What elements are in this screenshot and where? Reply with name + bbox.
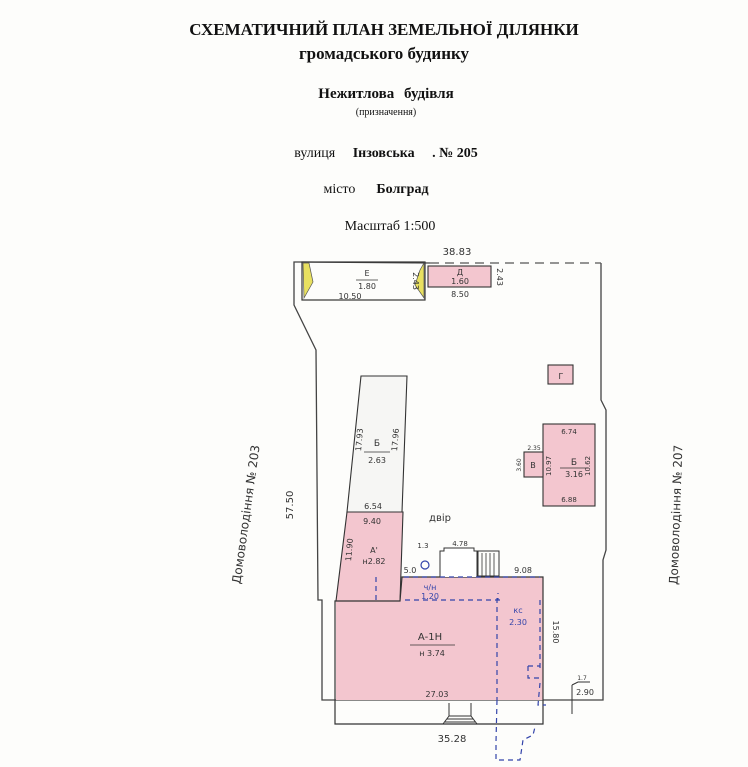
building-b-right xyxy=(542,423,596,507)
building-a-main-bottom: 27.03 xyxy=(426,690,449,699)
building-b-right-letter: Б xyxy=(571,458,577,468)
building-a-prime-height: н2.82 xyxy=(362,557,385,566)
annex-ks-height: 2.30 xyxy=(509,618,527,627)
lot-left-dimension: 57.50 xyxy=(285,491,296,520)
yard-label: двір xyxy=(429,512,451,524)
building-purpose: Нежитлова будівля xyxy=(318,86,454,102)
city-label: місто xyxy=(323,182,356,197)
neighbour-right-label: Домоволодіння № 207 xyxy=(667,445,686,585)
entrance-steps xyxy=(442,703,478,725)
street-name: Інзовська xyxy=(352,146,415,161)
building-v-top: 2.35 xyxy=(527,445,541,452)
gate-small-dimension: 1.7 xyxy=(577,675,587,682)
street-line: вулиця Інзовська . № 205 xyxy=(12,146,748,162)
city-name: Болград xyxy=(376,182,429,197)
building-a-prime-side: 11.90 xyxy=(344,538,355,562)
annex-ch-letter: ч/н xyxy=(424,583,437,592)
gate-width: 2.90 xyxy=(576,688,594,697)
building-e-width: 2.43 xyxy=(411,272,420,290)
building-b-right-bottom: 6.88 xyxy=(561,496,577,504)
stair-lines xyxy=(481,553,495,576)
building-a-main-top-left: 5.0 xyxy=(404,566,417,575)
building-b-left-side: 17.96 xyxy=(390,428,401,452)
building-g-letter: Г xyxy=(559,372,564,381)
annex-ch-outline xyxy=(375,576,540,601)
building-a-main-top-right: 9.08 xyxy=(514,566,532,575)
building-b-left-height: 2.63 xyxy=(368,456,386,465)
house-number: . № 205 xyxy=(432,146,478,161)
city-line: місто Болград xyxy=(2,182,748,198)
scale-label: Масштаб 1:500 xyxy=(344,219,436,234)
building-a-main xyxy=(336,577,543,700)
document-subtitle: громадського будинку xyxy=(298,44,470,63)
building-g xyxy=(547,364,574,385)
building-e-end-marker xyxy=(414,261,425,300)
gate xyxy=(571,681,590,714)
building-d-letter: Д xyxy=(457,268,463,277)
building-a-main-right: 15.80 xyxy=(551,621,560,644)
neighbour-left-label: Домоволодіння № 203 xyxy=(229,444,262,585)
building-e-letter: Е xyxy=(364,269,369,278)
building-a-prime-top: 6.54 xyxy=(364,502,382,511)
building-e-length: 10.50 xyxy=(339,292,362,301)
building-b-right-left: 10.97 xyxy=(545,456,553,476)
building-e xyxy=(301,261,426,301)
well-icon xyxy=(420,560,430,570)
building-a-prime-letter: А' xyxy=(370,546,378,555)
building-d-length: 8.50 xyxy=(451,290,469,299)
annex-ks-letter: кс xyxy=(513,606,522,615)
building-b-left-letter: Б xyxy=(374,439,380,449)
porch-small-dimension: 1.3 xyxy=(417,542,428,550)
building-b-right-height: 3.16 xyxy=(565,470,583,479)
purpose-caption: (призначення) xyxy=(355,107,417,118)
building-d-height: 1.60 xyxy=(451,277,469,286)
building-b-left-side: 17.93 xyxy=(354,428,365,452)
lot-bottom-dimension: 35.28 xyxy=(438,734,467,745)
building-v-side: 3.60 xyxy=(516,458,523,472)
porch xyxy=(439,547,478,577)
building-b-right-top: 6.74 xyxy=(561,428,577,436)
building-a-main-outline xyxy=(334,576,544,725)
porch-width: 4.78 xyxy=(452,540,468,548)
building-e-height: 1.80 xyxy=(358,282,376,291)
annex-ch-height: 1.20 xyxy=(421,592,439,601)
building-d-width: 2.43 xyxy=(495,268,504,286)
building-a-main-height: н 3.74 xyxy=(419,649,445,658)
building-a-main-letter: А-1Н xyxy=(418,632,442,643)
building-v-letter: В xyxy=(530,461,536,470)
lot-boundary xyxy=(293,261,607,701)
street-label: вулиця xyxy=(294,146,336,161)
building-a-prime-inner: 9.40 xyxy=(363,517,381,526)
porch-stairs xyxy=(477,550,500,577)
document-title: СХЕМАТИЧНИЙ ПЛАН ЗЕМЕЛЬНОЇ ДІЛЯНКИ xyxy=(189,20,579,39)
building-e-end-marker xyxy=(302,262,314,300)
lot-top-dimension: 38.83 xyxy=(443,247,472,258)
building-d xyxy=(427,265,492,288)
building-b-right-right: 10.62 xyxy=(584,456,592,476)
building-v xyxy=(523,451,544,478)
annex-ks-outline xyxy=(495,598,546,761)
